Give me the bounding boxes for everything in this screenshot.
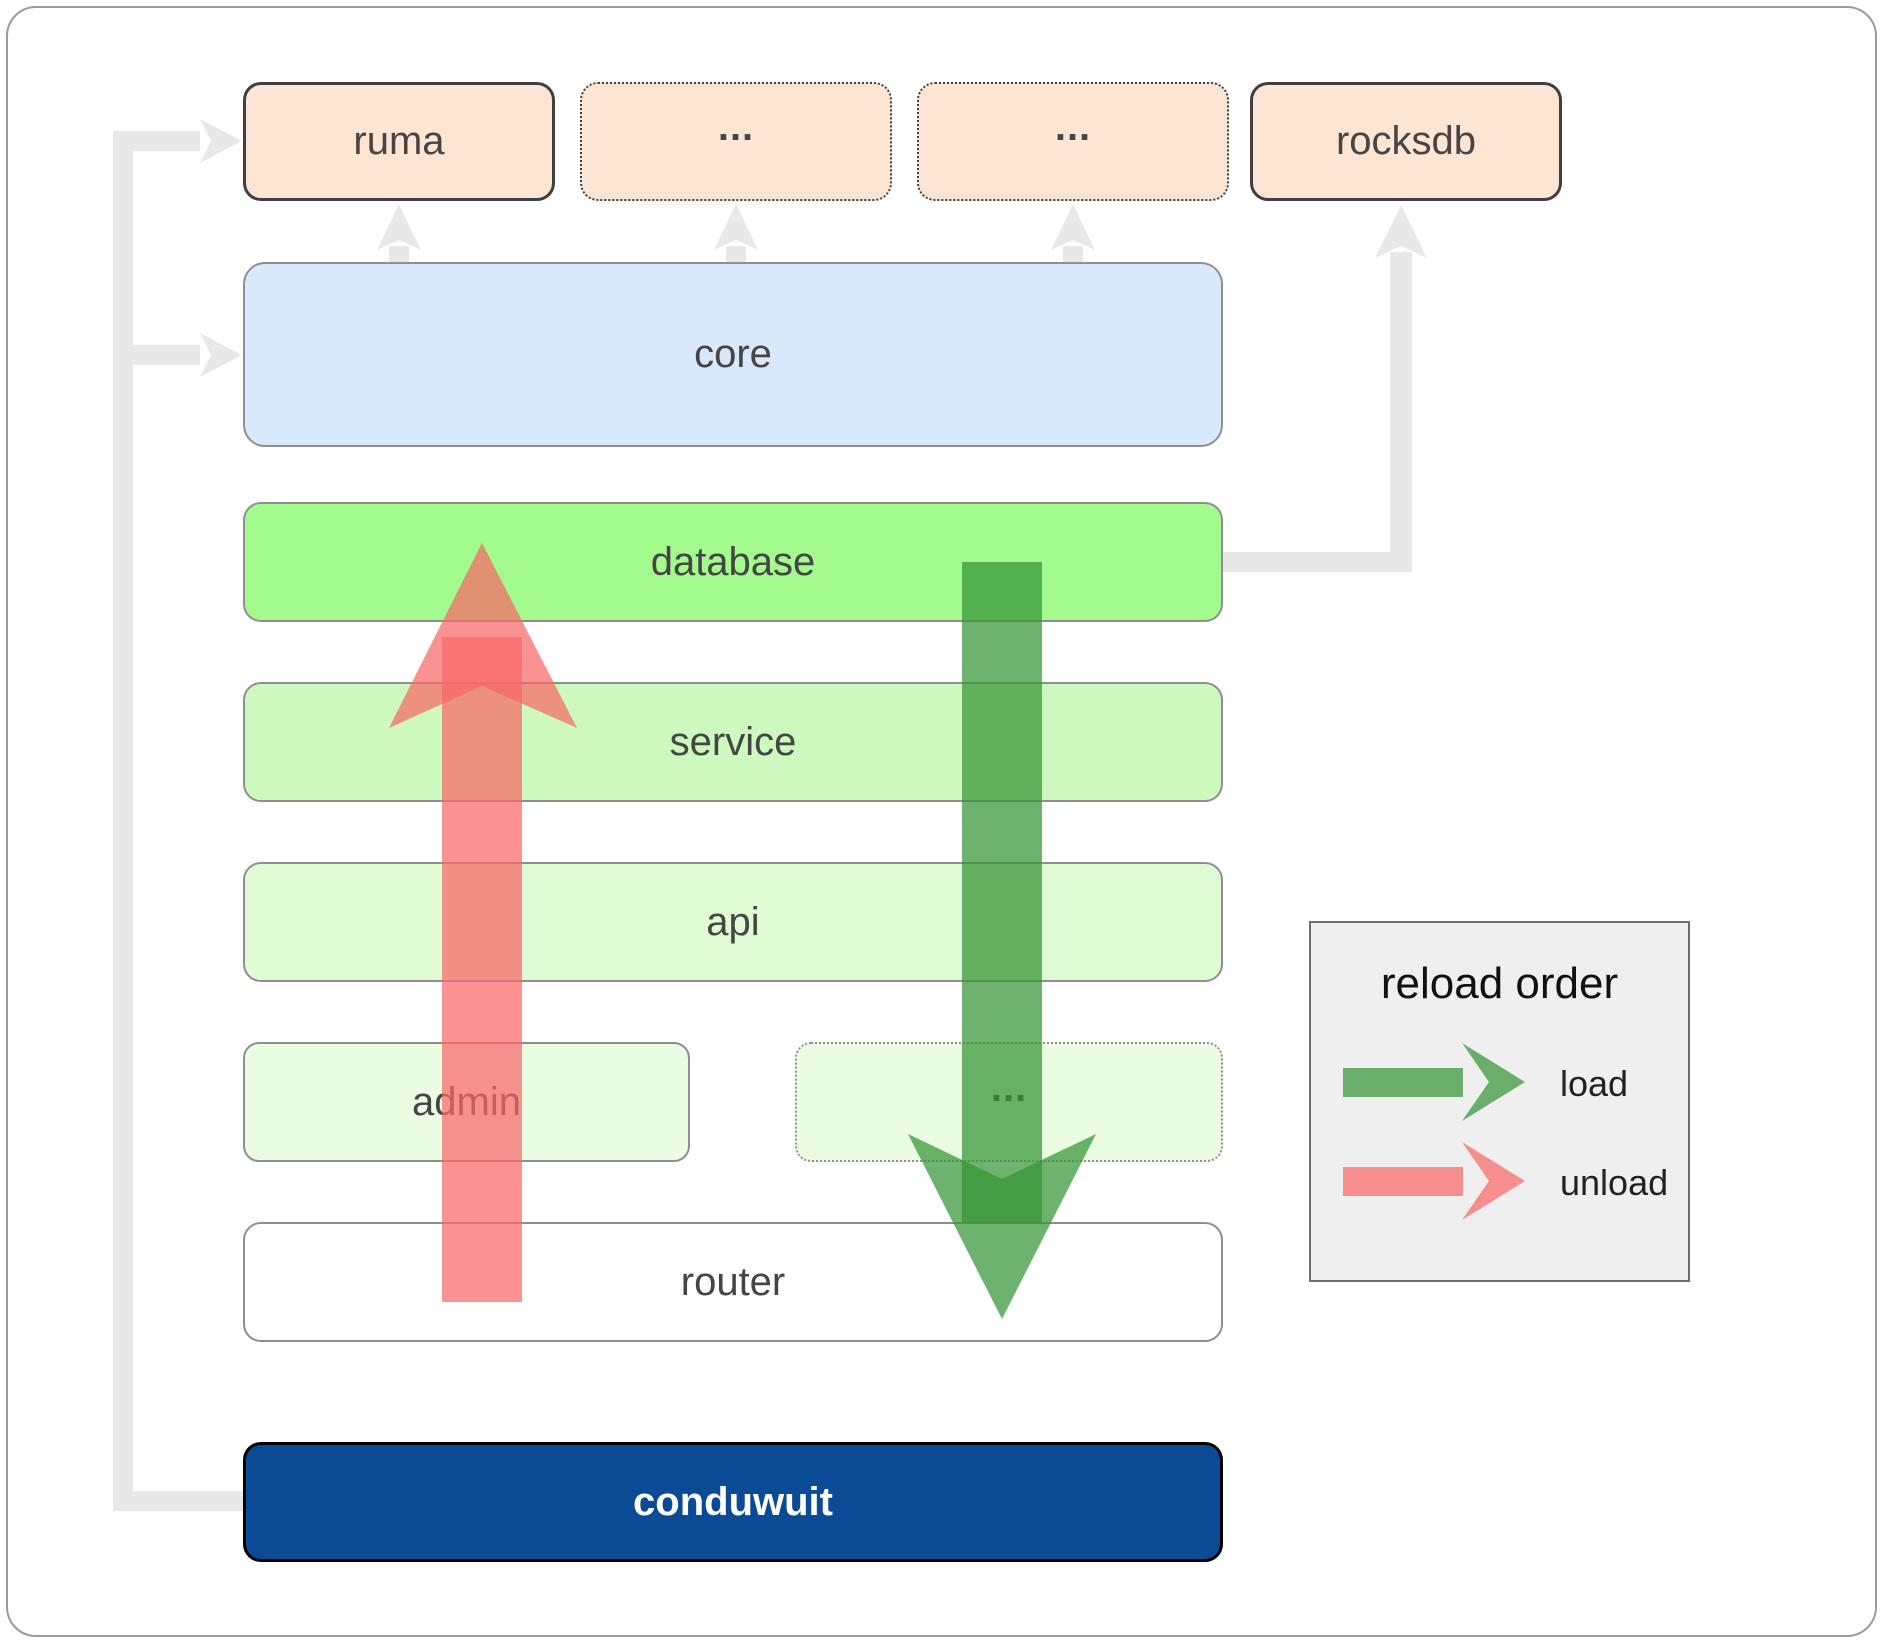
node-ellipsis-2-label: ... bbox=[1054, 105, 1092, 149]
node-rocksdb-label: rocksdb bbox=[1335, 119, 1477, 163]
node-admin: admin bbox=[243, 1042, 690, 1162]
node-api-label: api bbox=[706, 899, 760, 944]
legend-unload-label: unload bbox=[1560, 1162, 1669, 1203]
node-rocksdb: rocksdb bbox=[1250, 82, 1562, 201]
node-service-label: service bbox=[669, 719, 797, 764]
node-router-label: router bbox=[680, 1259, 786, 1304]
node-ellipsis-3: ... bbox=[795, 1042, 1223, 1162]
node-core-label: core bbox=[694, 332, 772, 376]
node-ellipsis-1: ... bbox=[580, 82, 892, 201]
node-service: service bbox=[243, 682, 1223, 802]
legend-reload-order: reload order load unload bbox=[1309, 921, 1690, 1282]
node-database: database bbox=[243, 502, 1223, 622]
node-admin-label: admin bbox=[412, 1079, 521, 1124]
node-ellipsis-2: ... bbox=[917, 82, 1229, 201]
node-conduwuit: conduwuit bbox=[243, 1442, 1223, 1562]
node-database-label: database bbox=[650, 539, 816, 584]
node-router: router bbox=[243, 1222, 1223, 1342]
node-ruma-label: ruma bbox=[353, 119, 445, 163]
node-ruma: ruma bbox=[243, 82, 555, 201]
node-ellipsis-3-label: ... bbox=[990, 1065, 1028, 1110]
node-ellipsis-1-label: ... bbox=[717, 105, 755, 149]
node-core: core bbox=[243, 262, 1223, 447]
legend-title: reload order bbox=[1380, 959, 1619, 1008]
legend-load-label: load bbox=[1560, 1063, 1629, 1104]
diagram-outer-frame bbox=[6, 6, 1877, 1637]
node-api: api bbox=[243, 862, 1223, 982]
node-conduwuit-label: conduwuit bbox=[633, 1479, 833, 1524]
